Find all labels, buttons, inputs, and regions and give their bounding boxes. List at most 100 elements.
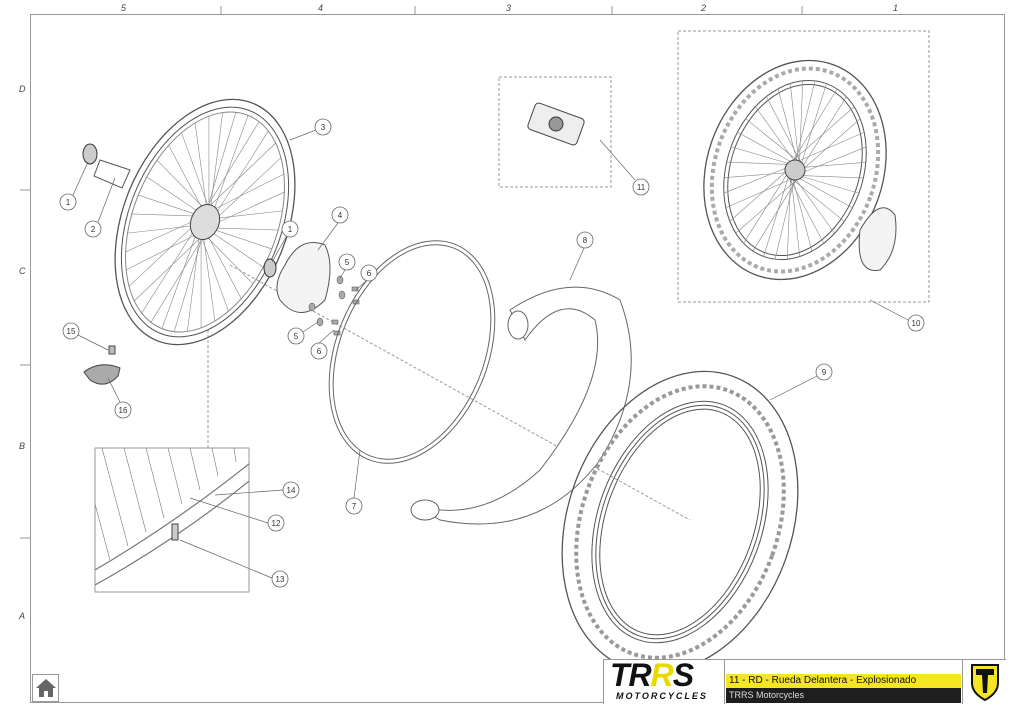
spoke — [801, 175, 864, 179]
spoke — [766, 96, 802, 163]
spoke — [173, 231, 205, 332]
spacer-2 — [93, 159, 131, 189]
spoke — [745, 118, 803, 165]
spoke — [123, 448, 147, 533]
callout-6: 6 — [360, 264, 378, 282]
drawing-frame — [30, 14, 1005, 703]
spoke — [128, 222, 197, 287]
spoke — [802, 146, 867, 173]
spoke — [743, 173, 788, 244]
svg-text:6: 6 — [367, 269, 372, 278]
svg-text:2: 2 — [91, 225, 96, 234]
spoke — [790, 83, 799, 161]
bearing-1b — [263, 258, 277, 278]
spoke — [786, 178, 791, 260]
home-button[interactable] — [32, 674, 59, 702]
row-label: C — [19, 266, 26, 276]
spoke — [763, 176, 789, 257]
svg-text:13: 13 — [276, 575, 285, 584]
spoke — [726, 161, 789, 165]
callout-7: 7 — [345, 497, 363, 515]
spoke — [725, 174, 802, 209]
column-label: 4 — [318, 3, 324, 13]
spoke — [131, 213, 200, 217]
spoke — [795, 179, 835, 234]
svg-text:1: 1 — [288, 225, 293, 234]
spoke — [198, 229, 229, 312]
callout-3: 3 — [314, 118, 332, 136]
spoke — [801, 83, 827, 164]
spoke — [211, 448, 219, 477]
svg-text:5: 5 — [294, 332, 299, 341]
spoke — [792, 88, 838, 162]
spoke — [233, 448, 237, 463]
spoke — [187, 230, 201, 332]
spoke — [181, 132, 212, 215]
spoke — [788, 131, 865, 166]
row-label: B — [19, 441, 26, 451]
assembly-box-10 — [677, 30, 930, 303]
column-label: 5 — [121, 3, 127, 13]
spoke — [791, 179, 800, 257]
valve-cap-16 — [83, 364, 121, 385]
svg-text:11: 11 — [637, 183, 646, 192]
spoke — [200, 231, 202, 328]
spoke — [792, 179, 813, 252]
svg-text:6: 6 — [317, 347, 322, 356]
svg-text:12: 12 — [272, 519, 281, 528]
spoke — [167, 448, 183, 505]
spoke — [146, 176, 202, 215]
callout-2: 2 — [84, 220, 102, 238]
spoke — [798, 177, 853, 209]
svg-text:8: 8 — [583, 236, 588, 245]
column-label: 1 — [893, 3, 899, 13]
callout-16: 16 — [114, 401, 132, 419]
callout-15: 15 — [62, 322, 80, 340]
svg-text:7: 7 — [352, 502, 357, 511]
row-label: A — [19, 611, 26, 621]
spoke — [200, 142, 276, 215]
spoke — [755, 106, 795, 161]
detail-view-valve — [95, 448, 249, 586]
title-block: TRRS MOTORCYCLES 11 - RD - Rueda Delante… — [603, 657, 1006, 704]
spoke — [205, 112, 237, 213]
spoke — [788, 177, 824, 244]
brake-disc-4 — [276, 242, 331, 313]
svg-text:3: 3 — [321, 123, 326, 132]
hub-box-11 — [498, 76, 612, 188]
spoke — [161, 228, 199, 329]
callout-14: 14 — [282, 481, 300, 499]
spoke — [803, 118, 861, 170]
spoke — [141, 225, 198, 314]
spoke — [213, 157, 282, 222]
bolts-washers — [308, 275, 360, 336]
spoke — [203, 121, 260, 214]
spoke — [168, 145, 205, 213]
callout-5: 5 — [287, 327, 305, 345]
spoke — [150, 230, 207, 323]
callout-1: 1 — [281, 220, 299, 238]
callout-11: 11 — [632, 178, 650, 196]
callout-5: 5 — [338, 253, 356, 271]
rim-wheel-3 — [114, 98, 296, 346]
spoke — [729, 170, 787, 222]
spoke — [202, 231, 216, 322]
spoke — [723, 167, 788, 194]
tire-9 — [561, 370, 799, 674]
svg-text:10: 10 — [912, 319, 921, 328]
drawing-title: 11 - RD - Rueda Delantera - Explosionado — [726, 674, 961, 688]
spoke — [737, 131, 792, 163]
svg-text:14: 14 — [287, 486, 296, 495]
spoke — [777, 88, 798, 161]
detail-view-box — [94, 447, 250, 593]
callout-12: 12 — [267, 514, 285, 532]
column-label: 3 — [506, 3, 512, 13]
svg-text:15: 15 — [67, 327, 76, 336]
home-icon — [35, 679, 56, 697]
svg-text:9: 9 — [822, 368, 827, 377]
callout-4: 4 — [331, 206, 349, 224]
svg-text:4: 4 — [338, 211, 343, 220]
spoke — [208, 229, 264, 268]
spoke — [790, 106, 855, 163]
hub-11 — [527, 102, 585, 146]
